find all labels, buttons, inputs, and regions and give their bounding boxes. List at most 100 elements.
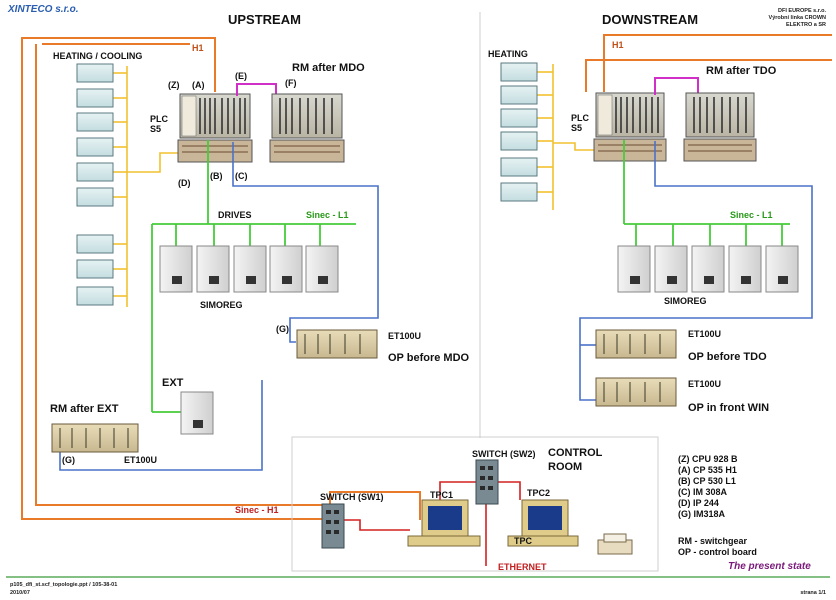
et100u-label-upstream: ET100U (388, 331, 421, 341)
rack-link-upstream (236, 83, 277, 96)
legend-item: (B) CP 530 L1 (678, 476, 736, 486)
simoreg-drives-downstream (617, 245, 799, 293)
rm-ext-et100u: ET100U (124, 455, 157, 465)
legend-item: (D) IP 244 (678, 498, 719, 508)
upstream-title: UPSTREAM (228, 12, 301, 27)
et100u-label-downstream-1: ET100U (688, 329, 721, 339)
company-line-1: DFI EUROPE s.r.o. (778, 8, 826, 14)
printer (597, 533, 633, 555)
company-line-3: ELEKTRO a SR (786, 22, 826, 28)
legend-item: (C) IM 308A (678, 487, 728, 497)
heating-zone (500, 157, 538, 177)
downstream-plc-rack (593, 92, 667, 162)
logo: XINTECO s.r.o. (7, 4, 79, 15)
heating-zone (76, 112, 114, 132)
profibus-upstream (59, 142, 379, 471)
heating-zone (76, 234, 114, 254)
tag-z: (Z) (168, 80, 180, 90)
downstream-plc-label-1: PLC (571, 113, 590, 123)
tag-e: (E) (235, 71, 247, 81)
profibus-downstream (579, 141, 813, 401)
heating-zone (76, 88, 114, 108)
heating-zone (76, 286, 114, 306)
sinec-l1-bus-upstream (151, 140, 356, 413)
legend-note: OP - control board (678, 547, 757, 557)
rm-after-ext-rack (51, 423, 139, 453)
heating-zone (500, 131, 538, 151)
switch-sw1 (321, 503, 345, 549)
legend-note: RM - switchgear (678, 536, 748, 546)
et100u-label-downstream-2: ET100U (688, 379, 721, 389)
rm-after-mdo-rack (269, 93, 345, 163)
simoreg-drive (617, 245, 651, 293)
sinec-l1-bus-downstream (623, 140, 790, 246)
legend-item: (Z) CPU 928 B (678, 454, 738, 464)
footer-page: strana 1/1 (800, 590, 826, 596)
legend-item: (G) IM318A (678, 509, 726, 519)
rm-after-mdo-label: RM after MDO (292, 62, 365, 74)
heating-zone (500, 182, 538, 202)
upstream-h1-label: H1 (192, 43, 204, 53)
ext-drive (180, 391, 214, 435)
caption: The present state (728, 561, 811, 572)
heating-zone (500, 85, 538, 105)
tag-b: (B) (210, 171, 223, 181)
sinec-h1-bus (21, 34, 832, 520)
downstream-h1-label: H1 (612, 40, 624, 50)
ethernet-label: ETHERNET (498, 562, 547, 572)
heating-zone (76, 137, 114, 157)
upstream-plc-label-1: PLC (150, 114, 169, 124)
tag-d: (D) (178, 178, 191, 188)
heating-zone (500, 108, 538, 128)
sinec-l1-label-upstream: Sinec - L1 (306, 210, 349, 220)
switch-sw2-label: SWITCH (SW2) (472, 449, 536, 459)
simoreg-drive (305, 245, 339, 293)
control-room-title-1: CONTROL (548, 447, 603, 459)
heating-feed-lines-downstream (537, 64, 596, 210)
ext-label: EXT (162, 377, 184, 389)
tpc1-computer (407, 499, 481, 547)
control-room-title-2: ROOM (548, 461, 582, 473)
tpc2-computer (507, 499, 579, 547)
simoreg-drive (196, 245, 230, 293)
sinec-l1-label-downstream: Sinec - L1 (730, 210, 773, 220)
heating-feed-lines (113, 66, 186, 307)
heating-cooling-label: HEATING / COOLING (53, 51, 142, 61)
simoreg-drive (233, 245, 267, 293)
simoreg-drive (728, 245, 762, 293)
et100u-downstream-1 (595, 329, 677, 359)
downstream-title: DOWNSTREAM (602, 12, 698, 27)
simoreg-drive (691, 245, 725, 293)
tag-g-upstream: (G) (276, 324, 289, 334)
sinec-h1-label: Sinec - H1 (235, 505, 279, 515)
heating-zone (76, 259, 114, 279)
legend-item: (A) CP 535 H1 (678, 465, 737, 475)
tag-c: (C) (235, 171, 248, 181)
simoreg-drives-upstream (159, 245, 339, 293)
switch-sw2 (475, 459, 499, 505)
tag-f: (F) (285, 78, 297, 88)
simoreg-drive (159, 245, 193, 293)
simoreg-drive (654, 245, 688, 293)
op-before-tdo-label: OP before TDO (688, 351, 767, 363)
rm-after-tdo-rack (683, 92, 757, 162)
tpc2-label: TPC2 (527, 488, 550, 498)
simoreg-label-upstream: SIMOREG (200, 300, 243, 310)
heating-zone (76, 187, 114, 207)
upstream-plc-rack (177, 93, 253, 163)
heating-zone (500, 62, 538, 82)
legend: (Z) CPU 928 B (A) CP 535 H1 (B) CP 530 L… (678, 454, 757, 557)
heating-zone (76, 63, 114, 83)
op-before-mdo-label: OP before MDO (388, 352, 470, 364)
simoreg-drive (765, 245, 799, 293)
tpc1-label: TPC1 (430, 490, 453, 500)
rm-after-tdo-label: RM after TDO (706, 65, 777, 77)
heating-zones-upstream (76, 63, 114, 306)
heating-label-downstream: HEATING (488, 49, 528, 59)
drives-label: DRIVES (218, 210, 252, 220)
heating-zones-downstream (500, 62, 538, 202)
switch-sw1-label: SWITCH (SW1) (320, 492, 384, 502)
rack-link-downstream (654, 77, 699, 95)
